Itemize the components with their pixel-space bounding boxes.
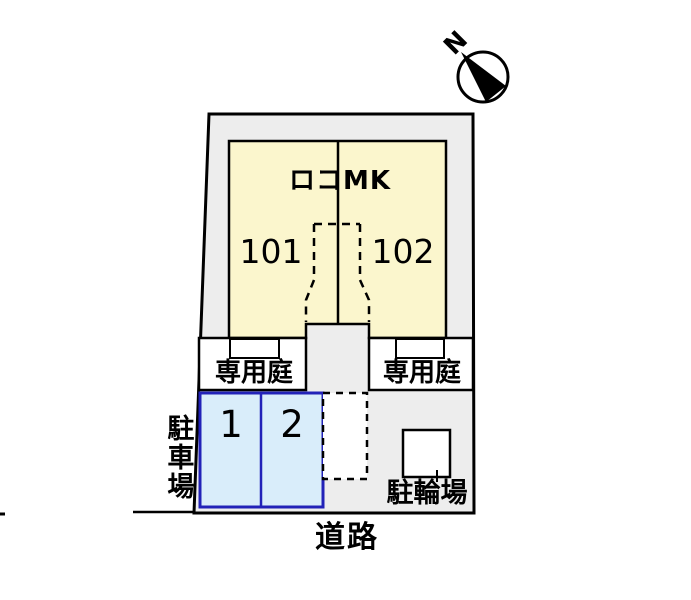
parking-space-2-label: 2 [280,403,304,446]
road-label: 道路 [315,520,379,555]
terrace-left [229,338,280,359]
bicycle-parking-box [401,428,452,479]
entrance-approach-dashed-outline [304,222,371,322]
compass-needle [461,52,506,102]
garden-left-label: 専用庭 [214,358,293,388]
building-name-label: ロコMK [288,166,392,196]
unit-102-label: 102 [371,232,435,271]
terrace-right [395,338,445,359]
parking-space-1-label: 1 [219,403,243,446]
parking-area-label: 駐車場 [162,414,194,501]
garden-right-label: 専用庭 [382,358,461,388]
north-compass-icon [456,50,510,104]
bicycle-parking-label: 駐輪場 [386,478,468,509]
unit-101-label: 101 [239,232,303,271]
dashed-stall-box [321,391,369,481]
